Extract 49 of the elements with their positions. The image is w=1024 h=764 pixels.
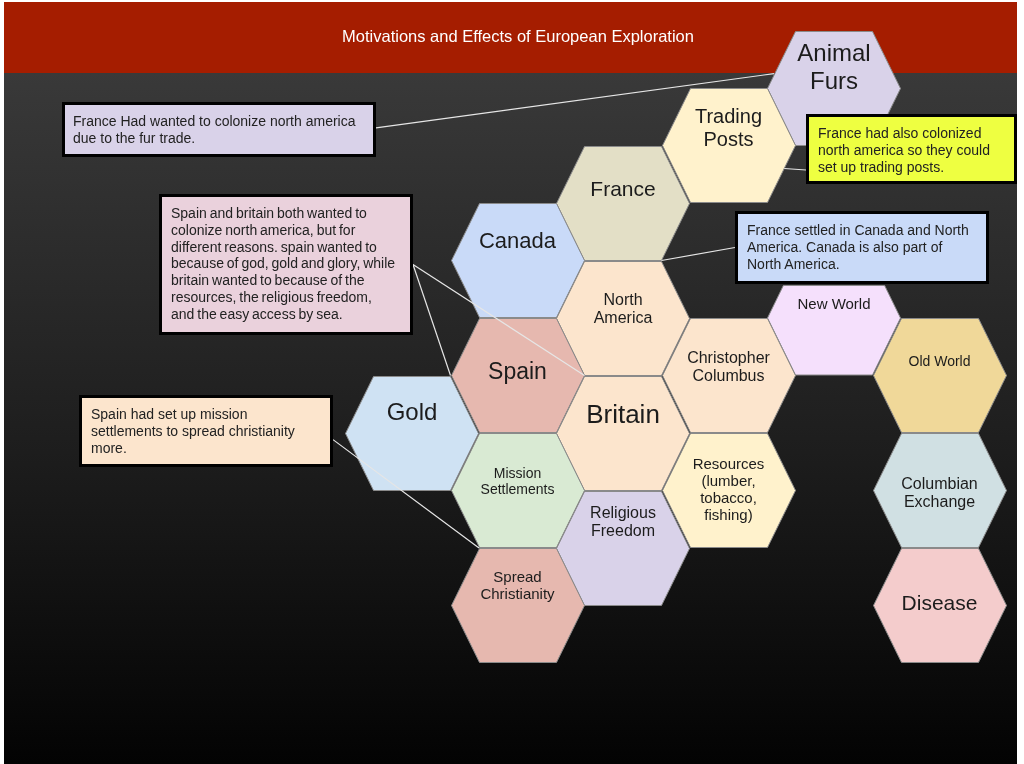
note-box	[159, 194, 413, 335]
hexagon	[661, 88, 796, 203]
leader-line	[660, 246, 736, 262]
hex-label: Disease	[901, 590, 978, 615]
leader-line	[412, 263, 452, 377]
leader-line	[412, 263, 586, 377]
hexagon	[661, 433, 796, 548]
hexagon	[556, 375, 690, 491]
hexagon	[450, 433, 585, 548]
note-text: France settled in Canada and North America. Canada is also part of North America.	[747, 222, 970, 273]
hexagon	[345, 375, 479, 491]
note-text: Spain had set up mission settlements to spread christianity more.	[91, 406, 296, 457]
hex-label: Gold	[386, 398, 438, 426]
note-box	[735, 211, 989, 284]
slide-title: Motivations and Effects of European Exploration	[342, 26, 694, 46]
hexagon	[450, 548, 585, 663]
note-box	[62, 102, 376, 157]
note-box	[806, 114, 1017, 184]
hex-label: Religious Freedom	[590, 503, 656, 541]
hex-label: Britain	[586, 400, 660, 430]
hexagon	[661, 318, 796, 433]
hex-label: Columbian Exchange	[901, 474, 978, 511]
hexagon	[450, 203, 585, 318]
hex-label: Christopher Columbus	[687, 348, 770, 385]
hex-label: Spread Christianity	[480, 567, 555, 602]
hex-label: North America	[593, 290, 653, 328]
hex-label: Animal Furs	[797, 39, 871, 95]
hexagon	[556, 260, 690, 376]
hex-label: Canada	[478, 227, 557, 254]
hexagon	[556, 145, 690, 261]
hex-label: New World	[797, 295, 871, 313]
hexagon	[872, 433, 1007, 548]
leader-line	[375, 73, 775, 129]
hex-label: Spain	[488, 357, 547, 384]
note-text: Spain and britain both wanted to colonize north america, but for different reasons. spain wanted to because of god, gold and glory, while britain wanted to because of the resources, the religious freedom, and the easy access by sea.	[171, 205, 397, 323]
hexagon	[450, 318, 585, 433]
leader-line	[783, 167, 807, 171]
hex-label: Trading Posts	[694, 104, 763, 151]
hexagon	[872, 548, 1007, 663]
hex-label: France	[590, 176, 656, 202]
note-box	[79, 395, 333, 467]
leader-line	[332, 439, 480, 549]
hex-label: Resources (lumber, tobacco, fishing)	[692, 454, 765, 523]
hex-label: Old World	[908, 352, 971, 369]
hexagon	[556, 490, 690, 606]
hexagon	[872, 318, 1007, 433]
note-text: France had also colonized north america so they could set up trading posts.	[818, 125, 991, 176]
note-text: France Had wanted to colonize north america due to the fur trade.	[73, 113, 357, 147]
hex-label: Mission Settlements	[480, 464, 555, 497]
